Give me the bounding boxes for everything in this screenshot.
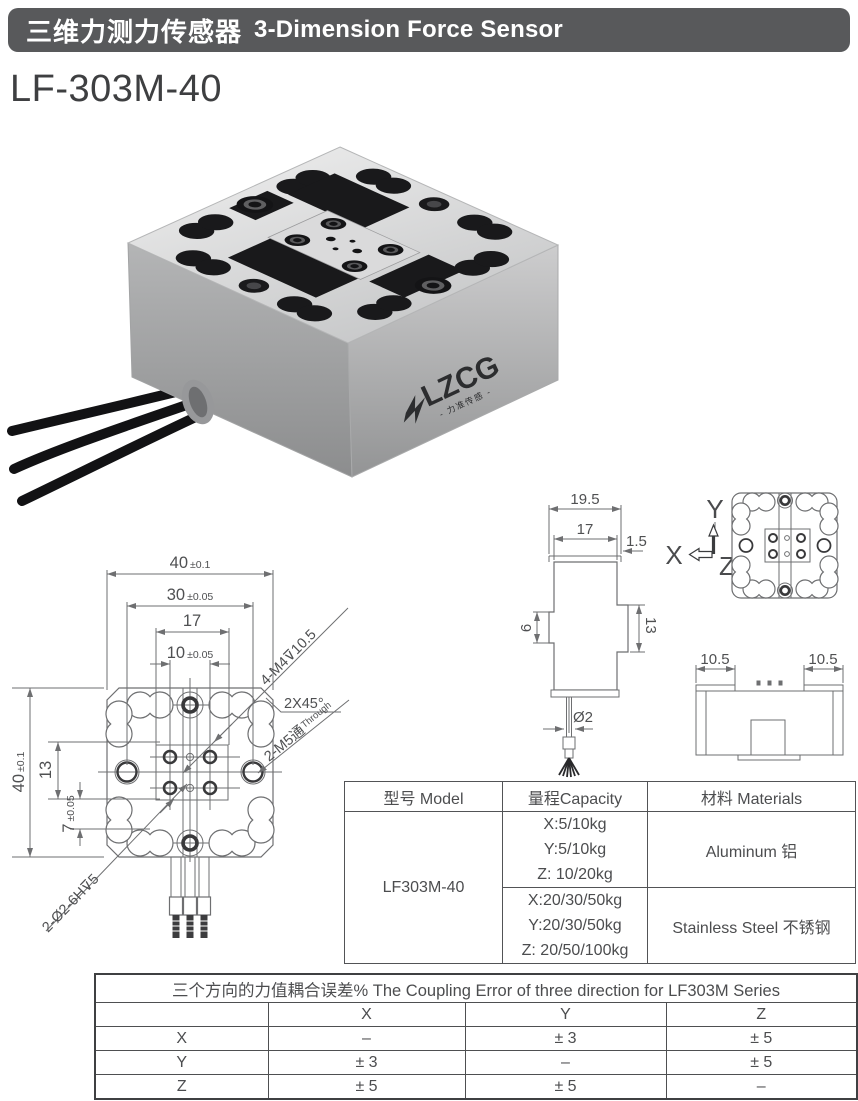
leader-lines	[45, 607, 350, 932]
table-row: Y ± 3 – ± 5	[94, 1050, 858, 1075]
axis-y-label: Y	[706, 494, 723, 524]
mounting-holes	[162, 749, 218, 796]
axis-y-arrow-icon	[708, 523, 719, 537]
header-bar: 三维力测力传感器 3-Dimension Force Sensor	[8, 8, 850, 52]
hex-socket-screws	[238, 197, 450, 293]
dim-105-left: 10.5	[700, 651, 729, 668]
sensor-cables	[7, 382, 205, 506]
label-m4-holes: 4-M4⊽10.5	[258, 627, 320, 689]
spec-model-cell: LF303M-40	[344, 811, 503, 964]
coupling-title-row: 三个方向的力值耦合误差% The Coupling Error of three…	[94, 973, 858, 1003]
rear-view-drawing: 10.5 10.5	[695, 651, 844, 761]
header-title-zh: 三维力测力传感器	[26, 16, 243, 47]
table-row: Z: 20/50/100kg	[345, 938, 856, 964]
label-dowel-holes: 2-Ø2-6H⊽5	[39, 871, 102, 936]
dim-195: 19.5	[570, 491, 599, 508]
coupling-yx: ± 3	[267, 1050, 466, 1075]
top-face-details	[175, 168, 513, 322]
rear-body	[695, 680, 844, 761]
coupling-xx: –	[267, 1026, 466, 1051]
side-body	[548, 555, 629, 759]
spec-header-row: 型号 Model 量程Capacity 材料 Materials	[344, 781, 856, 812]
side-dimension-lines	[533, 505, 645, 732]
coupling-col-z: Z	[665, 1002, 858, 1027]
dim-17: 17	[577, 521, 594, 538]
dim-cable-diameter: Ø2	[573, 709, 593, 726]
coordinate-axes: Y X Z	[665, 494, 735, 581]
spec-header-materials: 材料 Materials	[647, 781, 856, 812]
axis-x-label: X	[665, 540, 682, 570]
capacity-x1: X:5/10kg	[502, 811, 648, 837]
cable-gland	[181, 379, 215, 425]
table-row: LF303M-40 X:5/10kg Aluminum 铝	[344, 811, 856, 964]
coupling-zy: ± 5	[464, 1074, 667, 1100]
dim-105-right: 10.5	[808, 651, 837, 668]
dim-width-10: 10±0.05	[167, 644, 214, 662]
axis-z-label: Z	[719, 551, 735, 581]
coupling-row-x-label: X	[94, 1026, 269, 1051]
peanut-cutouts	[175, 168, 513, 322]
axis-x-arrow-icon	[688, 547, 713, 562]
cable-brush	[558, 757, 580, 778]
top-view-drawing: Y X Z	[665, 492, 839, 599]
rear-dimension-lines	[695, 665, 844, 689]
coupling-xz: ± 5	[665, 1026, 858, 1051]
table-row: Y:20/30/50kg	[345, 913, 856, 938]
coupling-col-x: X	[267, 1002, 466, 1027]
table-row: X:20/30/50kg Stainless Steel 不锈钢	[345, 887, 856, 964]
coupling-zx: ± 5	[267, 1074, 466, 1100]
mounting-holes	[768, 533, 806, 559]
spec-table: 型号 Model 量程Capacity 材料 Materials LF303M-…	[344, 781, 856, 964]
dim-width-40: 40±0.1	[170, 554, 211, 572]
table-row: Y:5/10kg	[345, 837, 856, 862]
spec-header-capacity: 量程Capacity	[502, 781, 648, 812]
coupling-title: 三个方向的力值耦合误差% The Coupling Error of three…	[94, 973, 858, 1003]
product-photo: LZCG - 力准传感 -	[7, 146, 560, 506]
material-aluminum: Aluminum 铝	[647, 811, 856, 888]
coupling-yy: –	[464, 1050, 667, 1075]
material-stainless: Stainless Steel 不锈钢	[647, 887, 856, 964]
dim-width-17: 17	[183, 612, 201, 630]
capacity-y1: Y:5/10kg	[502, 837, 648, 862]
coupling-col-y: Y	[464, 1002, 667, 1027]
header-title-en: 3-Dimension Force Sensor	[254, 16, 563, 43]
capacity-y2: Y:20/30/50kg	[502, 913, 648, 938]
table-row: Z ± 5 ± 5 –	[94, 1074, 858, 1100]
coupling-xy: ± 3	[464, 1026, 667, 1051]
spec-header-model: 型号 Model	[344, 781, 503, 812]
black-inserts	[227, 173, 464, 298]
coupling-yz: ± 5	[665, 1050, 858, 1075]
dim-6: 6	[518, 624, 535, 632]
front-view-drawing: 40±0.1 30±0.05 17 10±0.05 40±0.1 13 7±0.…	[10, 554, 350, 938]
dim-width-30: 30±0.05	[167, 586, 214, 604]
center-mounting-plate	[267, 210, 421, 280]
capacity-x2: X:20/30/50kg	[502, 887, 648, 913]
coupling-error-table: 三个方向的力值耦合误差% The Coupling Error of three…	[94, 973, 858, 1100]
side-view-drawing: 19.5 17 1.5 6 13 Ø2	[518, 491, 659, 778]
logo-mark-icon	[403, 395, 426, 424]
capacity-z1: Z: 10/20kg	[502, 862, 648, 888]
table-row: X – ± 3 ± 5	[94, 1026, 858, 1051]
coupling-header-row: X Y Z	[94, 1002, 858, 1027]
cable-leads	[168, 857, 212, 938]
threaded-hole	[236, 196, 452, 294]
table-row: Z: 10/20kg	[345, 862, 856, 888]
coupling-row-z-label: Z	[94, 1074, 269, 1100]
model-title: LF-303M-40	[10, 68, 222, 110]
coupling-zz: –	[665, 1074, 858, 1100]
coupling-row-y-label: Y	[94, 1050, 269, 1075]
dim-13: 13	[642, 617, 659, 634]
dim-1-5: 1.5	[626, 533, 647, 550]
dim-height-40: 40±0.1	[10, 751, 28, 792]
dim-height-7: 7±0.05	[60, 795, 78, 833]
label-chamfer: 2X45°	[284, 696, 324, 712]
coupling-corner-cell	[94, 1002, 269, 1027]
center-plate	[155, 744, 229, 801]
dim-height-13: 13	[37, 761, 55, 779]
top-view-body	[731, 492, 839, 599]
dimension-lines	[12, 570, 274, 858]
capacity-z2: Z: 20/50/100kg	[502, 938, 648, 964]
